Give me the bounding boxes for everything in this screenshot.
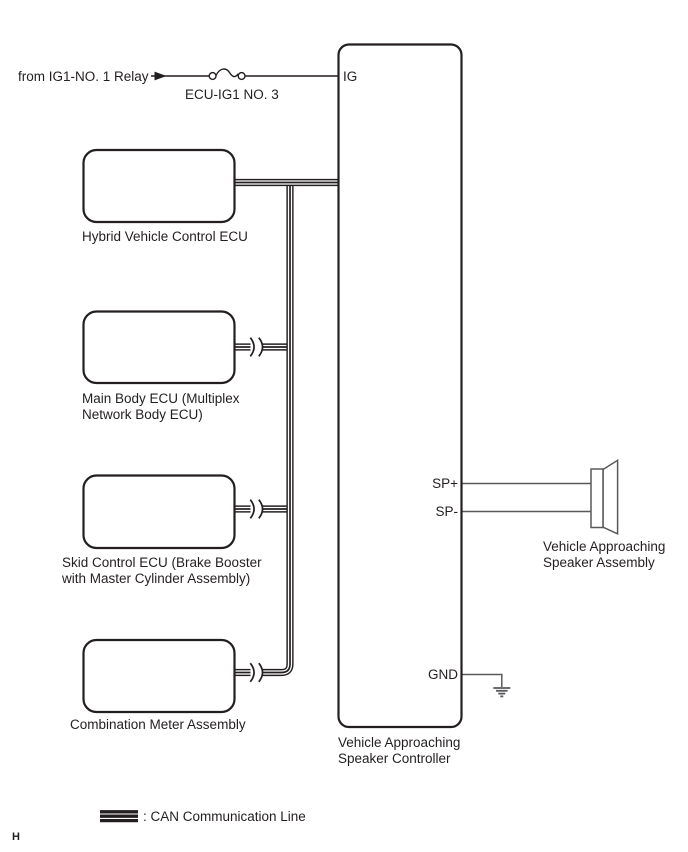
ecu-label-line: Main Body ECU (Multiplex <box>82 391 240 406</box>
combination-meter-assembly-box <box>82 638 236 714</box>
skid-control-ecu-box <box>82 474 236 550</box>
speaker-controller-label-line: Speaker Controller <box>338 751 451 766</box>
ecu-label-skid-control: Skid Control ECU (Brake Booster with Mas… <box>62 555 262 587</box>
can-legend-label: : CAN Communication Line <box>143 809 306 824</box>
ecu-label-line: Combination Meter Assembly <box>70 717 246 732</box>
ground-symbol-icon <box>493 687 511 698</box>
terminal-ig-label: IG <box>343 69 358 84</box>
fuse-label: ECU-IG1 NO. 3 <box>185 87 279 102</box>
ecu-label-line: with Master Cylinder Assembly) <box>62 571 251 586</box>
speaker-wires <box>461 482 591 513</box>
fuse-icon <box>208 68 246 81</box>
speaker-assembly-label-line: Speaker Assembly <box>543 555 655 570</box>
can-line-legend-swatch <box>100 810 138 823</box>
ecu-label-hybrid: Hybrid Vehicle Control ECU <box>82 229 248 245</box>
speaker-controller-box <box>337 43 463 729</box>
speaker-icon <box>590 458 619 535</box>
ecu-label-main-body: Main Body ECU (Multiplex Network Body EC… <box>82 391 240 423</box>
main-body-ecu-box <box>82 310 236 385</box>
ecu-label-combination-meter: Combination Meter Assembly <box>70 717 246 733</box>
arrow-icon <box>154 71 167 81</box>
can-bus-vertical <box>262 179 294 677</box>
ecu-label-line: Network Body ECU) <box>82 407 203 422</box>
ecu-label-line: Skid Control ECU (Brake Booster <box>62 555 262 570</box>
terminal-sp-minus-label: SP- <box>435 504 458 519</box>
terminal-gnd-label: GND <box>428 667 458 682</box>
power-source-label: from IG1-NO. 1 Relay <box>18 69 149 84</box>
speaker-assembly-label: Vehicle Approaching Speaker Assembly <box>543 539 665 571</box>
speaker-controller-label-line: Vehicle Approaching <box>338 735 461 750</box>
speaker-controller-label: Vehicle Approaching Speaker Controller <box>338 735 460 767</box>
can-break-marks <box>249 337 264 683</box>
terminal-sp-plus-label: SP+ <box>432 476 458 491</box>
speaker-assembly-label-line: Vehicle Approaching <box>543 539 666 554</box>
power-feed-wire <box>151 68 340 81</box>
hybrid-vehicle-control-ecu-box <box>82 148 236 224</box>
footer-mark: H <box>12 831 20 843</box>
ecu-label-line: Hybrid Vehicle Control ECU <box>82 229 248 244</box>
ground-wire <box>461 673 503 687</box>
